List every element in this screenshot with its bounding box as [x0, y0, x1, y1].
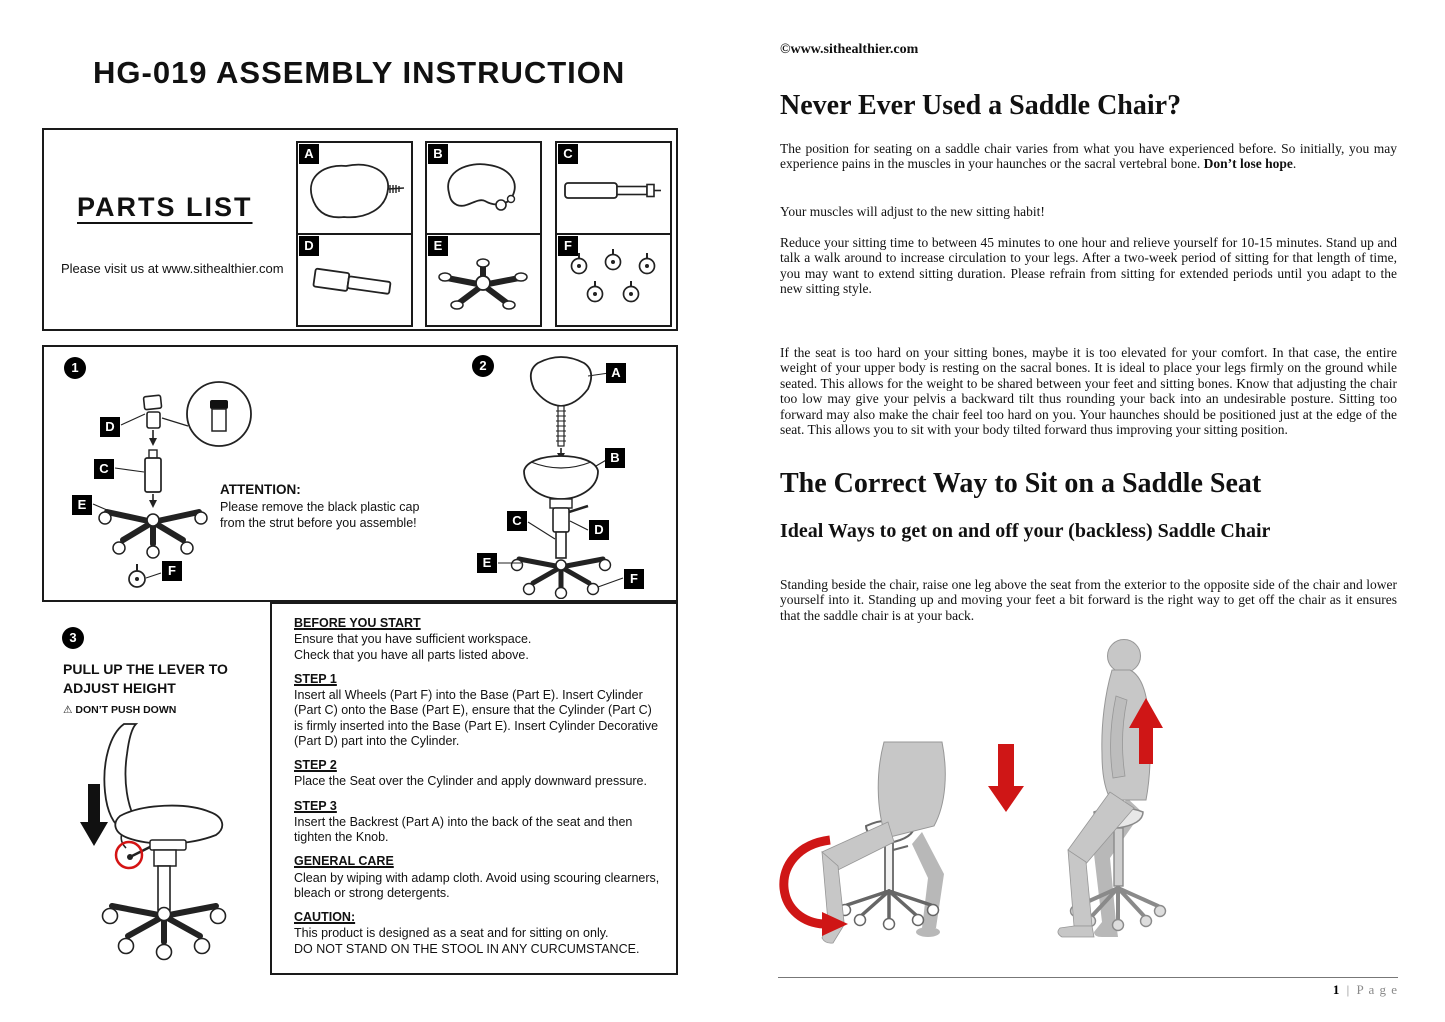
section-body: Place the Seat over the Cylinder and app…: [294, 774, 647, 789]
lever-warning: ⚠DON’T PUSH DOWN: [63, 704, 176, 716]
chair-exploded-diagram: [498, 356, 624, 599]
leg-swing-curved-arrow: [779, 835, 848, 936]
footer-page-word: P a g e: [1356, 982, 1398, 997]
stand-up-arrow: [1129, 698, 1163, 764]
paragraph-1-bold: Don’t lose hope: [1203, 156, 1293, 172]
part-c-cylinder-icon: [564, 182, 661, 199]
copyright-line: ©www.sithealthier.com: [780, 42, 919, 57]
part-e-cell: E: [427, 235, 540, 325]
parts-column-3: C F: [555, 141, 672, 327]
section-body: Insert all Wheels (Part F) into the Base…: [294, 688, 659, 748]
part-a-cell: A: [298, 143, 411, 235]
diagram2-label-e: E: [477, 553, 497, 573]
lever-adjustment-section: 3 PULL UP THE LEVER TO ADJUST HEIGHT ⚠DO…: [42, 612, 274, 977]
paragraph-1-end: .: [1292, 156, 1297, 172]
part-label-f: F: [558, 236, 578, 256]
parts-list-heading: PARTS LIST: [77, 192, 253, 222]
warning-triangle-icon: ⚠: [63, 704, 73, 716]
instructions-text-box: BEFORE YOU START Ensure that you have su…: [270, 602, 678, 975]
lever-highlight-circle: [114, 840, 144, 870]
guide-heading-2: The Correct Way to Sit on a Saddle Seat: [780, 468, 1262, 499]
pull-lever-arrow: [80, 784, 108, 846]
instruction-section: BEFORE YOU START Ensure that you have su…: [294, 616, 662, 663]
section-title: CAUTION:: [294, 910, 356, 924]
part-label-d: D: [299, 236, 319, 256]
diagram2-label-d: D: [589, 520, 609, 540]
part-c-cell: C: [557, 143, 670, 235]
guide-heading-1: Never Ever Used a Saddle Chair?: [780, 90, 1182, 121]
paragraph-3: Reduce your sitting time to between 45 m…: [780, 235, 1397, 297]
diagram2-label-f: F: [624, 569, 644, 589]
instruction-section: STEP 2 Place the Seat over the Cylinder …: [294, 758, 662, 790]
step-1-number-badge: 1: [64, 357, 86, 379]
paragraph-5: Standing beside the chair, raise one leg…: [780, 577, 1397, 623]
diagram2-label-b: B: [605, 448, 625, 468]
section-body: Insert the Backrest (Part A) into the ba…: [294, 814, 633, 844]
part-e-base-icon: [438, 258, 528, 310]
diagram1-label-c: C: [94, 459, 114, 479]
section-body: Clean by wiping with adamp cloth. Avoid …: [294, 870, 660, 900]
part-d-decorative-tube-icon: [312, 267, 392, 295]
instruction-section: STEP 1 Insert all Wheels (Part F) into t…: [294, 672, 662, 749]
paragraph-1: The position for seating on a saddle cha…: [780, 141, 1397, 172]
section-title: GENERAL CARE: [294, 854, 394, 869]
section-body: Ensure that you have sufficient workspac…: [294, 632, 532, 662]
assembly-diagrams-box: 1: [42, 345, 678, 602]
part-label-e: E: [428, 236, 448, 256]
instruction-section: GENERAL CARE Clean by wiping with adamp …: [294, 854, 662, 901]
step-3-number-badge: 3: [62, 627, 84, 649]
part-label-b: B: [428, 144, 448, 164]
section-title: BEFORE YOU START: [294, 616, 421, 630]
lever-instruction-title: PULL UP THE LEVER TO ADJUST HEIGHT: [63, 661, 228, 696]
instruction-section: STEP 3 Insert the Backrest (Part A) into…: [294, 799, 662, 846]
page-title: HG-019 ASSEMBLY INSTRUCTION: [93, 55, 626, 90]
parts-column-1: A D: [296, 141, 413, 327]
attention-text: Please remove the black plastic cap from…: [220, 500, 420, 530]
section-title: STEP 2: [294, 758, 337, 772]
section-title: STEP 3: [294, 798, 337, 813]
section-title: STEP 1: [294, 671, 337, 686]
part-b-cell: B: [427, 143, 540, 235]
attention-title: ATTENTION:: [220, 482, 301, 497]
part-label-c: C: [558, 144, 578, 164]
parts-list-note: Please visit us at www.sithealthier.com: [61, 261, 284, 276]
sitting-posture-figures: [779, 639, 1167, 944]
instruction-section: CAUTION: This product is designed as a s…: [294, 910, 662, 957]
diagram1-label-d: D: [100, 417, 120, 437]
part-a-seat-icon: [310, 163, 405, 219]
part-b-backrest-icon: [447, 163, 516, 211]
parts-column-2: B E: [425, 141, 542, 327]
step-2-number-badge: 2: [472, 355, 494, 377]
diagram1-label-e: E: [72, 495, 92, 515]
base-assembly-diagram: [92, 381, 252, 588]
diagram2-label-a: A: [606, 363, 626, 383]
paragraph-2: Your muscles will adjust to the new sitt…: [780, 204, 1045, 219]
parts-list-box: PARTS LIST Please visit us at www.sithea…: [42, 128, 678, 331]
diagram1-label-f: F: [162, 561, 182, 581]
mounting-person-figure: [821, 741, 946, 944]
part-label-a: A: [299, 144, 319, 164]
footer-separator: |: [1346, 982, 1350, 997]
part-d-cell: D: [298, 235, 411, 325]
attention-note: ATTENTION: Please remove the black plast…: [220, 482, 456, 531]
guide-heading-3: Ideal Ways to get on and off your (backl…: [780, 520, 1271, 542]
part-f-cell: F: [557, 235, 670, 325]
diagram2-label-c: C: [507, 511, 527, 531]
footer-divider: [778, 977, 1398, 978]
sit-down-arrow: [988, 744, 1024, 812]
magnifier-black-cap-detail: [161, 381, 252, 447]
paragraph-4: If the seat is too hard on your sitting …: [780, 345, 1397, 437]
footer-page-number: 1: [1332, 982, 1340, 997]
part-f-casters-icon: [570, 249, 656, 303]
lever-warning-text: DON’T PUSH DOWN: [75, 704, 177, 716]
seated-person-figure: [1057, 639, 1167, 938]
chair-lever-diagram: [80, 723, 227, 961]
paragraph-1-text: The position for seating on a saddle cha…: [780, 141, 1397, 172]
page-footer: 1 | P a g e: [1160, 982, 1398, 998]
section-body: This product is designed as a seat and f…: [294, 926, 640, 956]
